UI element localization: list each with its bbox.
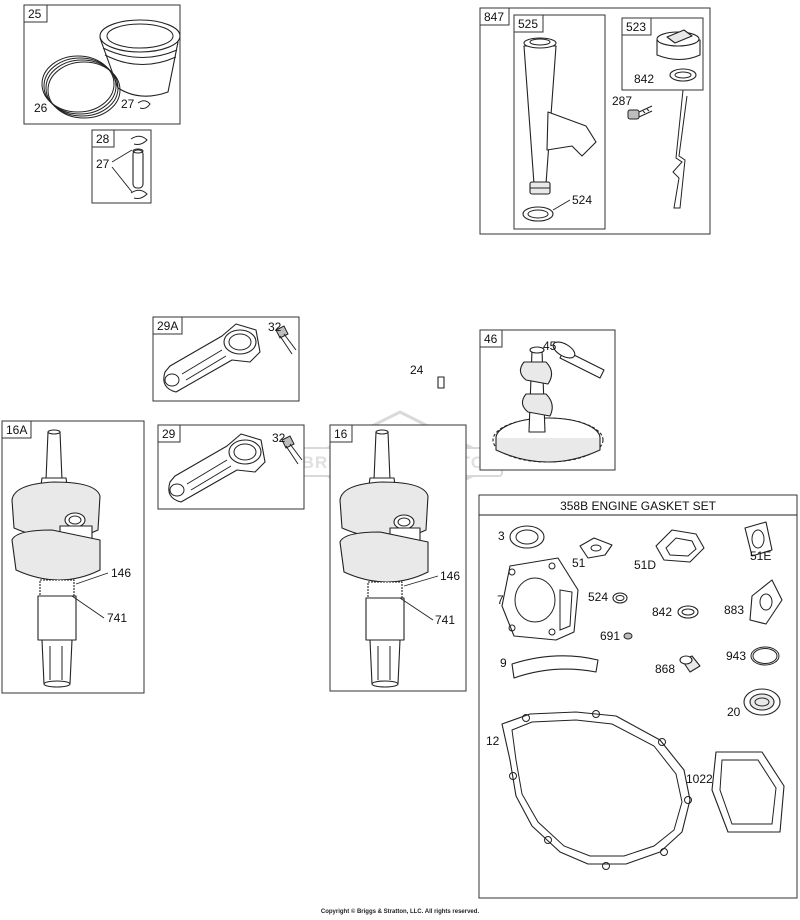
group-29A-tag-box bbox=[152, 316, 183, 335]
label-146-16: 146 bbox=[440, 569, 460, 583]
seal-842[interactable] bbox=[677, 605, 699, 619]
group-525-tag-box bbox=[513, 14, 544, 33]
group-16-tag: 16 bbox=[334, 427, 348, 441]
group-28-tag: 28 bbox=[96, 132, 110, 146]
crankshaft-16[interactable] bbox=[339, 429, 429, 688]
group-29-tag: 29 bbox=[162, 427, 176, 441]
label-842: 842 bbox=[652, 605, 672, 619]
label-741-16A: 741 bbox=[107, 611, 127, 625]
label-7: 7 bbox=[497, 593, 504, 607]
group-25-tag-box bbox=[23, 4, 48, 23]
label-27: 27 bbox=[121, 97, 135, 111]
label-51E: 51E bbox=[750, 549, 771, 563]
label-26: 26 bbox=[34, 101, 48, 115]
label-146-16A: 146 bbox=[111, 566, 131, 580]
seal-691[interactable] bbox=[623, 632, 633, 640]
wrist-pin-clip[interactable] bbox=[137, 100, 151, 109]
dipstick-cap-seal[interactable] bbox=[669, 68, 697, 82]
label-741-16: 741 bbox=[435, 613, 455, 627]
group-16A-tag-box bbox=[1, 420, 32, 439]
rod-bolt-29A[interactable] bbox=[275, 325, 297, 355]
group-847-tag-box bbox=[479, 7, 510, 26]
group-523-tag: 523 bbox=[626, 20, 646, 34]
head-gasket-7[interactable] bbox=[501, 557, 579, 641]
sleeve-868[interactable] bbox=[679, 655, 701, 673]
dipstick-cap[interactable] bbox=[656, 29, 701, 61]
group-525-tag: 525 bbox=[518, 17, 538, 31]
label-943: 943 bbox=[726, 649, 746, 663]
group-16A-tag: 16A bbox=[6, 423, 27, 437]
group-29A[interactable]: 29A 32 bbox=[152, 316, 300, 402]
label-868: 868 bbox=[655, 662, 675, 676]
camshaft[interactable] bbox=[519, 346, 553, 433]
group-29-tag-box bbox=[157, 424, 181, 443]
tube-o-ring[interactable] bbox=[522, 206, 554, 222]
gasket-1022[interactable] bbox=[711, 751, 785, 833]
group-46[interactable]: 46 45 bbox=[479, 329, 616, 471]
o-ring-524[interactable] bbox=[612, 592, 628, 604]
wrist-pin[interactable] bbox=[132, 148, 144, 189]
group-29A-tag: 29A bbox=[157, 319, 178, 333]
group-16[interactable]: 16 146 741 bbox=[329, 424, 467, 692]
screw-287[interactable] bbox=[627, 105, 653, 120]
seal-3[interactable] bbox=[509, 525, 545, 549]
group-25[interactable]: 25 26 27 bbox=[23, 4, 181, 125]
label-51: 51 bbox=[572, 556, 586, 570]
label-51D: 51D bbox=[634, 558, 656, 572]
label-20: 20 bbox=[727, 705, 741, 719]
group-16-tag-box bbox=[329, 424, 353, 443]
gasket-9[interactable] bbox=[511, 655, 599, 679]
group-25-tag: 25 bbox=[28, 7, 42, 21]
gasket-51D[interactable] bbox=[655, 529, 705, 563]
group-28-tag-box bbox=[91, 129, 115, 148]
label-883: 883 bbox=[724, 603, 744, 617]
label-9: 9 bbox=[500, 656, 507, 670]
copyright-notice: Copyright © Briggs & Stratton, LLC. All … bbox=[320, 909, 480, 915]
piston[interactable] bbox=[99, 19, 181, 97]
group-46-tag-box bbox=[479, 329, 503, 348]
dipstick-tube[interactable] bbox=[523, 37, 597, 195]
label-524: 524 bbox=[588, 590, 608, 604]
label-1022: 1022 bbox=[686, 772, 713, 786]
compression-release-45[interactable] bbox=[551, 339, 605, 379]
label-32-29A: 32 bbox=[268, 320, 282, 334]
label-287: 287 bbox=[612, 94, 632, 108]
label-32-29: 32 bbox=[272, 431, 286, 445]
part-24[interactable]: 24 bbox=[410, 363, 445, 389]
group-523-tag-box bbox=[621, 17, 652, 36]
gasket-51[interactable] bbox=[579, 537, 613, 559]
label-45: 45 bbox=[543, 339, 557, 353]
gasket-51E[interactable] bbox=[744, 521, 773, 557]
group-358B[interactable]: 358B ENGINE GASKET SET 3 51 51D 51E bbox=[478, 494, 798, 899]
label-12: 12 bbox=[486, 734, 500, 748]
rod-bolt-29[interactable] bbox=[281, 435, 303, 465]
gasket-883[interactable] bbox=[749, 579, 783, 625]
dipstick-blade[interactable] bbox=[672, 89, 688, 209]
group-358B-title: 358B ENGINE GASKET SET bbox=[560, 499, 717, 513]
label-524-tube: 524 bbox=[572, 193, 592, 207]
piston-rings[interactable] bbox=[41, 55, 121, 119]
label-691: 691 bbox=[600, 629, 620, 643]
connecting-rod-29[interactable] bbox=[168, 433, 266, 503]
clip-top[interactable] bbox=[130, 135, 148, 145]
group-28[interactable]: 28 27 bbox=[91, 129, 152, 204]
label-842-cap: 842 bbox=[634, 72, 654, 86]
group-46-tag: 46 bbox=[484, 332, 498, 346]
o-ring-943[interactable] bbox=[750, 646, 780, 666]
label-24: 24 bbox=[410, 363, 424, 377]
oil-seal-20[interactable] bbox=[743, 688, 781, 716]
connecting-rod-29A[interactable] bbox=[163, 323, 261, 393]
group-29[interactable]: 29 32 bbox=[157, 424, 305, 510]
label-27b: 27 bbox=[96, 157, 110, 171]
group-847-tag: 847 bbox=[484, 10, 504, 24]
group-16A[interactable]: 16A 146 741 bbox=[1, 420, 145, 694]
key-24[interactable] bbox=[437, 376, 445, 389]
clip-bottom[interactable] bbox=[130, 189, 148, 199]
crankcase-gasket-12[interactable] bbox=[501, 710, 692, 870]
group-847[interactable]: 847 525 524 523 bbox=[479, 7, 711, 235]
crankshaft-16A[interactable] bbox=[11, 429, 101, 688]
cam-gear[interactable] bbox=[492, 417, 604, 463]
label-3: 3 bbox=[498, 529, 505, 543]
